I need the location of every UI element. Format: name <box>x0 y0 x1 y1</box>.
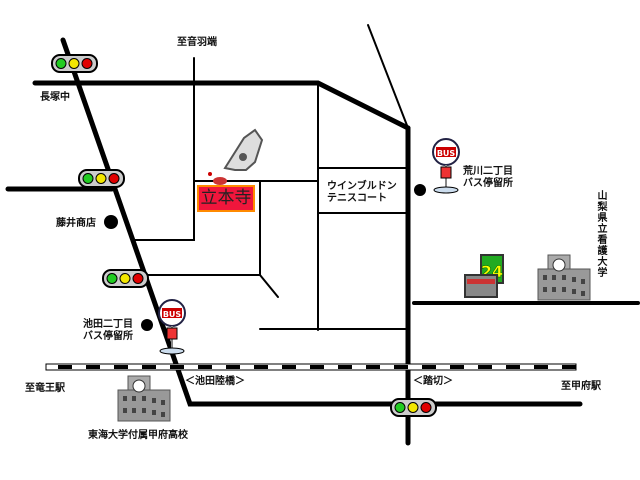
label-crossing: ＜踏切＞ <box>413 376 453 387</box>
traffic-light-icon <box>78 169 125 188</box>
school-building-icon <box>537 254 591 301</box>
pointing-hand-icon <box>208 128 264 185</box>
label-nagatsuka: 長塚中 <box>40 92 70 103</box>
label-ryuo: 至竜王駅 <box>25 383 65 394</box>
label-university: 山梨県立看護大学 <box>595 190 606 278</box>
road-x260 <box>259 180 279 298</box>
marker-dot <box>104 215 118 229</box>
svg-text:BUS: BUS <box>163 310 182 319</box>
marker-dot <box>141 319 153 331</box>
bus-stop-icon: BUS <box>158 299 186 355</box>
temple-label: 立本寺 <box>197 185 255 212</box>
railway <box>45 363 577 371</box>
label-overpass: ＜池田陸橋＞ <box>185 376 245 387</box>
label-kofu: 至甲府駅 <box>561 381 601 392</box>
convenience-store-icon: 24 <box>464 254 504 298</box>
main-diagonal-road <box>60 37 583 407</box>
label-tennis: ウインブルドン テニスコート <box>327 181 397 204</box>
thin-road-ne <box>367 24 409 129</box>
label-fujii: 藤井商店 <box>56 218 96 229</box>
label-north: 至音羽端 <box>177 37 217 48</box>
traffic-light-icon <box>51 54 98 73</box>
label-arakawa-bus: 荒川二丁目 バス停留所 <box>463 166 513 189</box>
label-ikeda-bus: 池田二丁目 バス停留所 <box>83 319 133 342</box>
school-building-icon <box>117 375 171 422</box>
bus-stop-icon: BUS <box>432 138 460 194</box>
marker-dot <box>414 184 426 196</box>
svg-text:BUS: BUS <box>437 149 456 158</box>
traffic-light-icon <box>102 269 149 288</box>
traffic-light-icon <box>390 398 437 417</box>
label-tokai: 東海大学付属甲府高校 <box>88 430 188 441</box>
road-x194 <box>132 57 195 241</box>
